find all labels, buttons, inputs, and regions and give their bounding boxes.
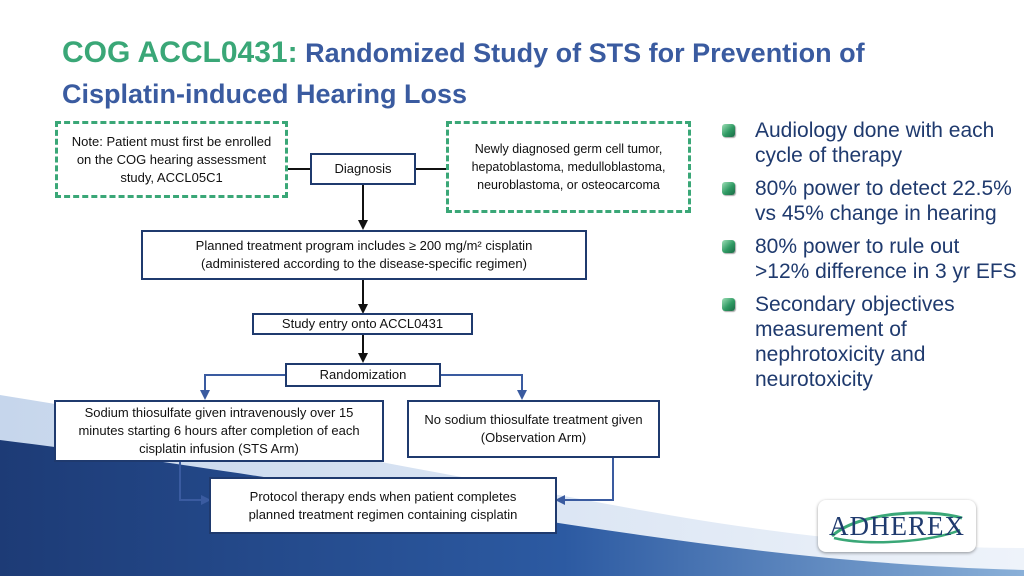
green-gem-bullet-icon	[722, 240, 735, 253]
study-entry-label: Study entry onto ACCL0431	[281, 316, 444, 331]
tumor-types-box: Newly diagnosed germ cell tumor, hepatob…	[446, 121, 691, 213]
protocol-end-text: Protocol therapy ends when patient compl…	[248, 488, 518, 522]
protocol-end-box: Protocol therapy ends when patient compl…	[209, 477, 557, 534]
bullet-item: Audiology done with each cycle of therap…	[718, 118, 1018, 168]
planned-treatment-line1: Planned treatment program includes ≥ 200…	[195, 238, 533, 253]
bullet-list: Audiology done with each cycle of therap…	[718, 118, 1018, 400]
planned-treatment-line2: (administered according to the disease-s…	[201, 256, 527, 271]
observation-arm-text: No sodium thiosulfate treatment given (O…	[424, 412, 643, 445]
adherex-logo: ADHEREX	[818, 500, 976, 552]
diagnosis-box: Diagnosis	[310, 153, 416, 185]
observation-arm-box: No sodium thiosulfate treatment given (O…	[407, 400, 660, 458]
green-gem-bullet-icon	[722, 124, 735, 137]
logo-text: ADHEREX	[829, 510, 965, 541]
study-entry-box: Study entry onto ACCL0431	[252, 313, 473, 335]
diagnosis-label: Diagnosis	[334, 161, 392, 176]
green-gem-bullet-icon	[722, 182, 735, 195]
sts-arm-box: Sodium thiosulfate given intravenously o…	[54, 400, 384, 462]
planned-treatment-box: Planned treatment program includes ≥ 200…	[141, 230, 587, 280]
bullet-text: Secondary objectives measurement of neph…	[755, 293, 955, 391]
bullet-text: 80% power to rule out >12% difference in…	[755, 235, 1017, 283]
arrow-randomization-to-observation-arm	[441, 374, 527, 400]
randomization-box: Randomization	[285, 363, 441, 387]
note-content: Note: Patient must first be enrolled on …	[66, 133, 277, 187]
logo-swoosh-icon	[830, 511, 963, 544]
title-text: Randomized Study of STS for Prevention o…	[62, 38, 865, 109]
arrow-observation-arm-to-protocol-end	[555, 458, 614, 505]
arrow-sts-arm-to-protocol-end	[179, 462, 211, 505]
bullet-text: Audiology done with each cycle of therap…	[755, 119, 995, 167]
sts-arm-text: Sodium thiosulfate given intravenously o…	[78, 405, 360, 456]
note-label: Note:	[71, 133, 103, 149]
randomization-label: Randomization	[319, 367, 407, 382]
green-gem-bullet-icon	[722, 298, 735, 311]
arrow-randomization-to-sts-arm	[200, 374, 285, 400]
bullet-item: 80% power to detect 22.5% vs 45% change …	[718, 176, 1018, 226]
note-box: Note: Patient must first be enrolled on …	[55, 121, 288, 198]
bullet-text: 80% power to detect 22.5% vs 45% change …	[755, 177, 1012, 225]
note-text: Patient must first be enrolled on the CO…	[76, 133, 272, 185]
title-code: COG ACCL0431:	[62, 36, 298, 69]
bullet-item: Secondary objectives measurement of neph…	[718, 292, 1018, 392]
slide-title: COG ACCL0431: Randomized Study of STS fo…	[62, 32, 962, 115]
tumor-types-text: Newly diagnosed germ cell tumor, hepatob…	[471, 142, 666, 192]
bullet-item: 80% power to rule out >12% difference in…	[718, 234, 1018, 284]
